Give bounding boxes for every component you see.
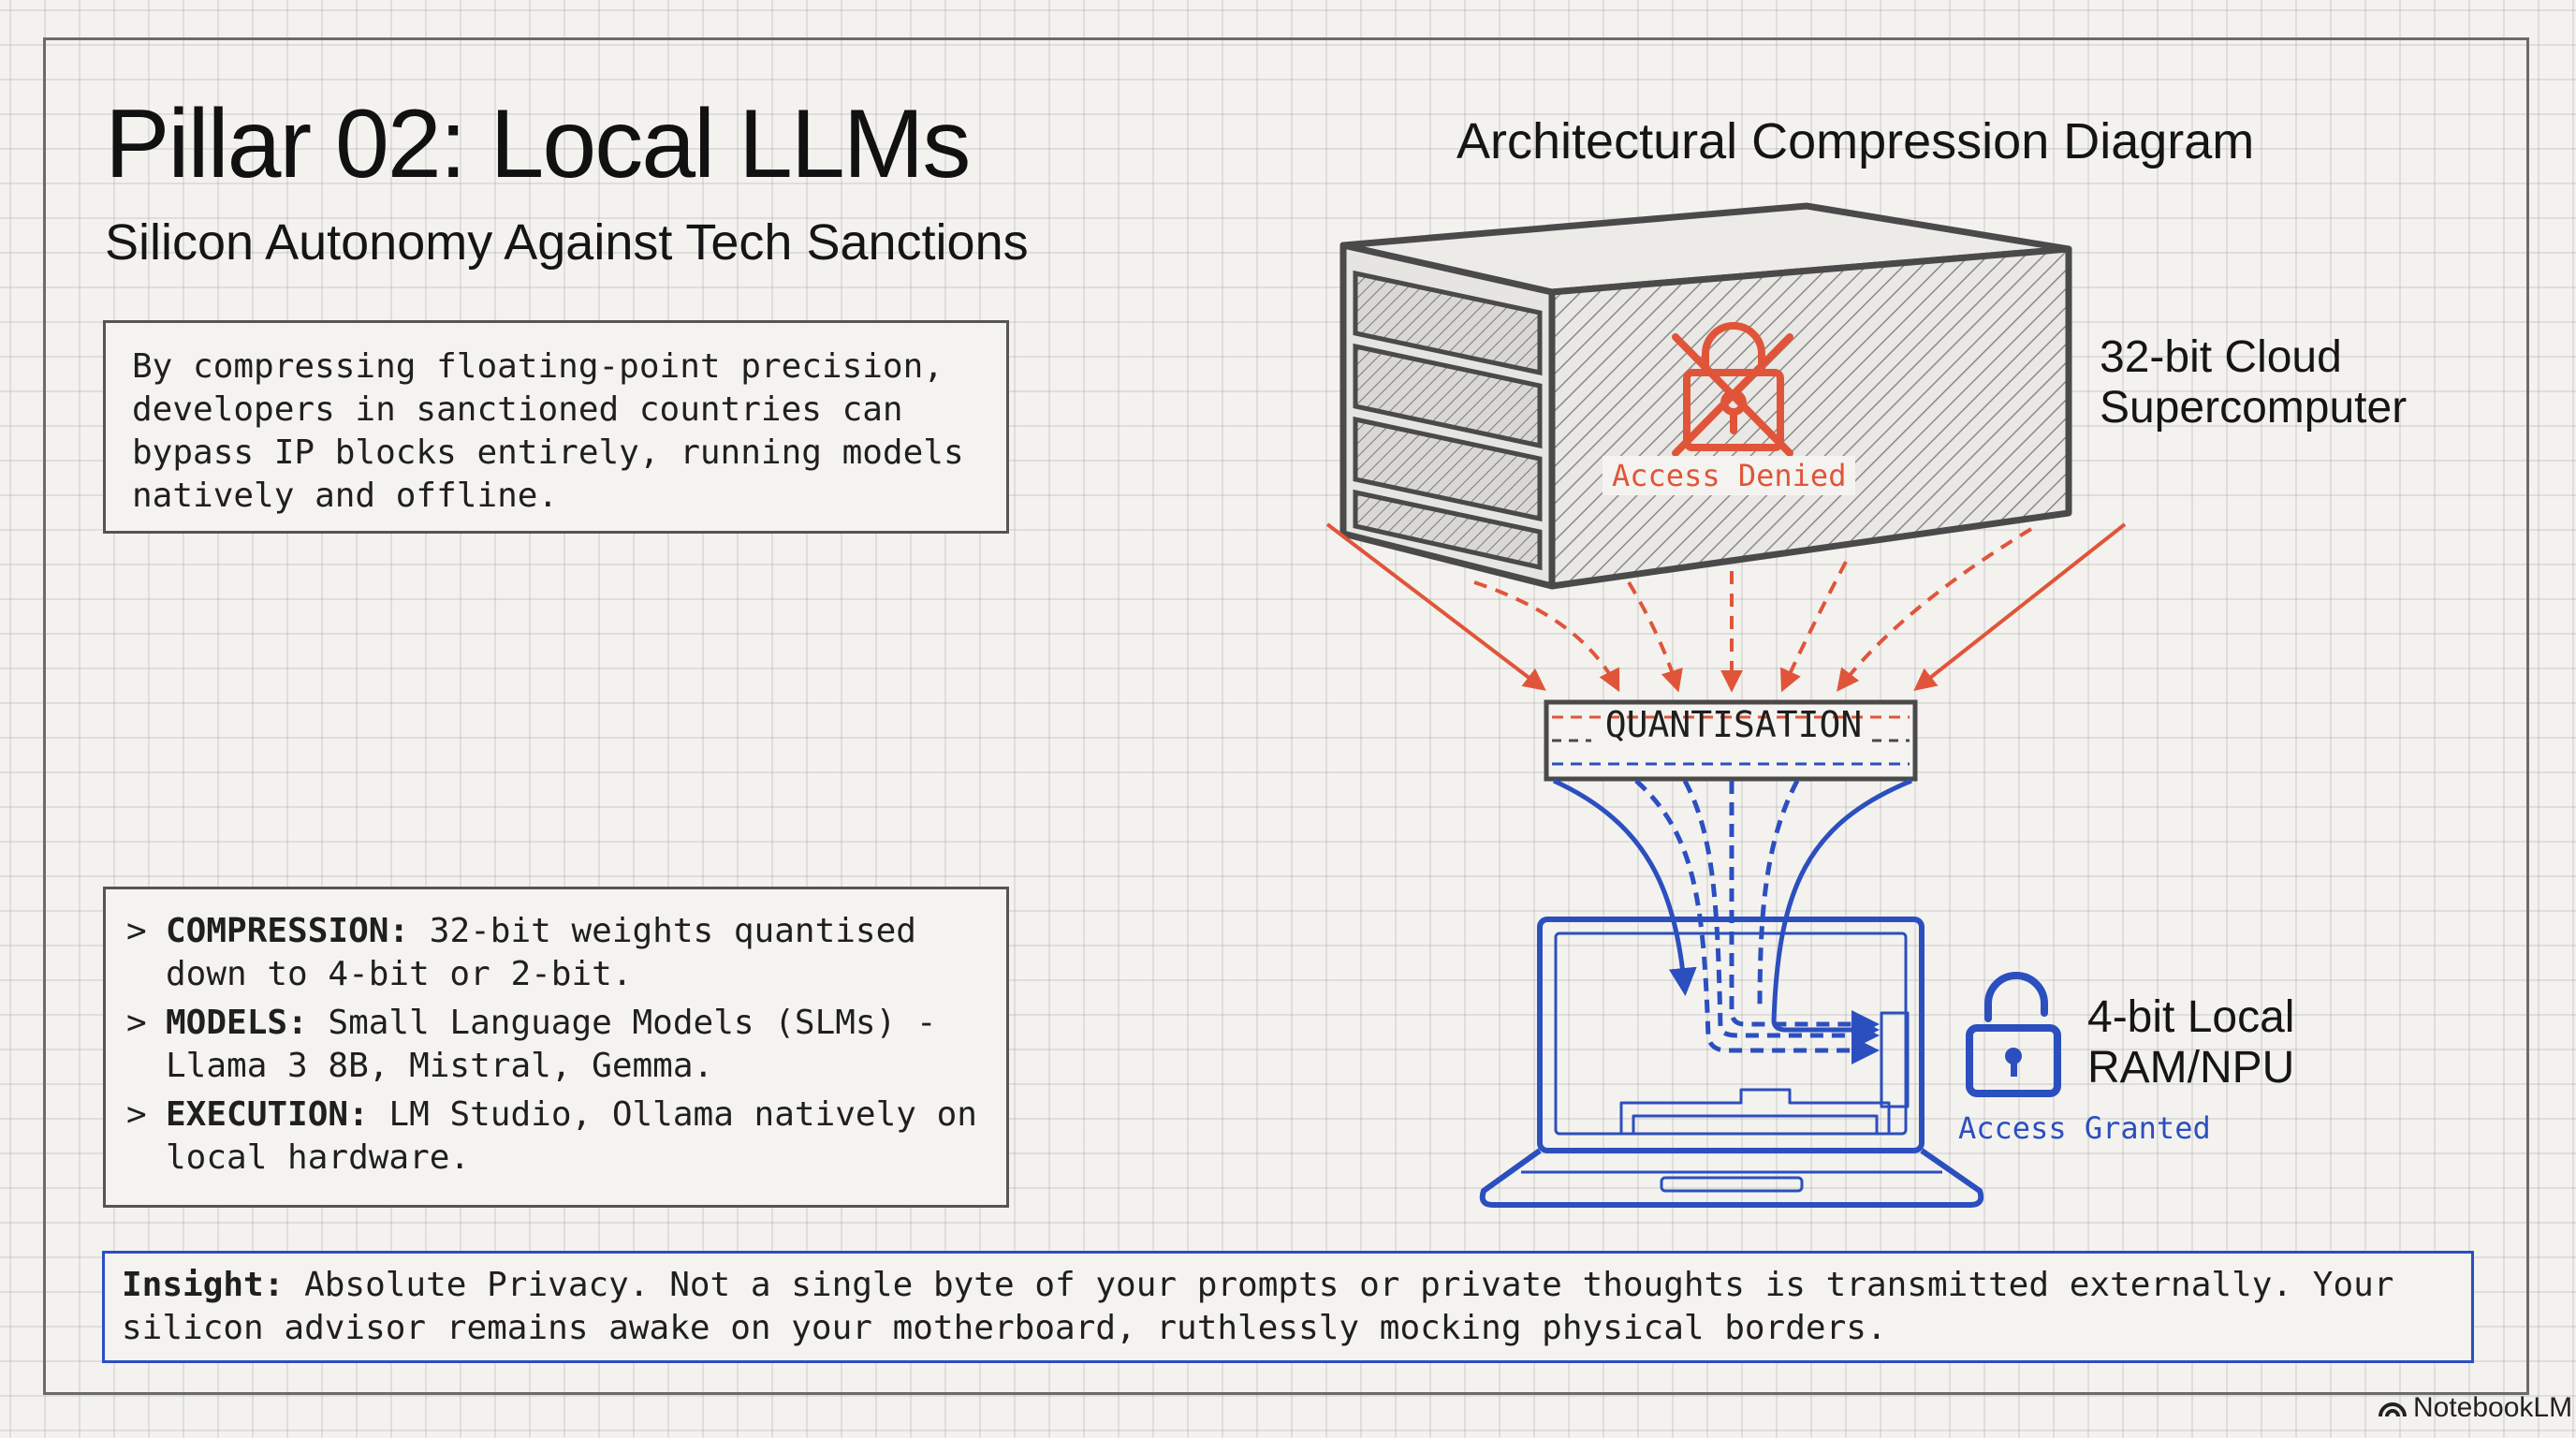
notebooklm-logo-icon bbox=[2378, 1402, 2407, 1417]
access-granted-label: Access Granted bbox=[1958, 1110, 2211, 1146]
slide-frame bbox=[43, 37, 2529, 1395]
bullet-marker: > bbox=[126, 1095, 147, 1134]
insight-box: Insight: Absolute Privacy. Not a single … bbox=[102, 1251, 2474, 1363]
access-denied-label: Access Denied bbox=[1603, 456, 1856, 495]
brand-name: NotebookLM bbox=[2413, 1392, 2573, 1423]
brand-watermark: NotebookLM bbox=[2378, 1392, 2572, 1424]
page-subtitle: Silicon Autonomy Against Tech Sanctions bbox=[105, 214, 1029, 271]
bullet-text: Small Language Models (SLMs) - Llama 3 8… bbox=[166, 1004, 937, 1085]
page-title: Pillar 02: Local LLMs bbox=[105, 90, 971, 198]
diagram-title: Architectural Compression Diagram bbox=[1456, 113, 2255, 169]
lock-crossed-icon bbox=[1672, 322, 1793, 457]
bullet-compression: > COMPRESSION: 32-bit weights quantised … bbox=[126, 910, 986, 996]
bullet-text: LM Studio, Ollama natively on local hard… bbox=[166, 1095, 977, 1177]
bullet-text: 32-bit weights quantised down to 4-bit o… bbox=[166, 912, 916, 993]
insight-text: Absolute Privacy. Not a single byte of y… bbox=[122, 1266, 2394, 1347]
quantisation-block bbox=[1544, 699, 1918, 782]
cloud-supercomputer-label: 32-bit Cloud Supercomputer bbox=[2100, 332, 2408, 433]
insight-key: Insight: bbox=[122, 1266, 285, 1304]
quantisation-label: QUANTISATION bbox=[1604, 704, 1863, 745]
local-ram-npu-label: 4-bit Local RAM/NPU bbox=[2087, 992, 2295, 1093]
intro-box: By compressing floating-point precision,… bbox=[103, 320, 1009, 534]
bullet-box: > COMPRESSION: 32-bit weights quantised … bbox=[103, 887, 1009, 1208]
server-icon bbox=[1339, 202, 2072, 590]
bullet-marker: > bbox=[126, 1004, 147, 1042]
funnel-flow bbox=[1552, 778, 1912, 1064]
unlocked-padlock-icon bbox=[1966, 972, 2061, 1097]
bullet-key: EXECUTION: bbox=[166, 1095, 369, 1134]
bullet-key: COMPRESSION: bbox=[166, 912, 410, 950]
laptop-icon bbox=[1479, 917, 1984, 1208]
bullet-key: MODELS: bbox=[166, 1004, 308, 1042]
bullet-models: > MODELS: Small Language Models (SLMs) -… bbox=[126, 1002, 986, 1088]
compression-arrows bbox=[1325, 522, 2127, 693]
bullet-execution: > EXECUTION: LM Studio, Ollama natively … bbox=[126, 1093, 986, 1180]
bullet-marker: > bbox=[126, 912, 147, 950]
